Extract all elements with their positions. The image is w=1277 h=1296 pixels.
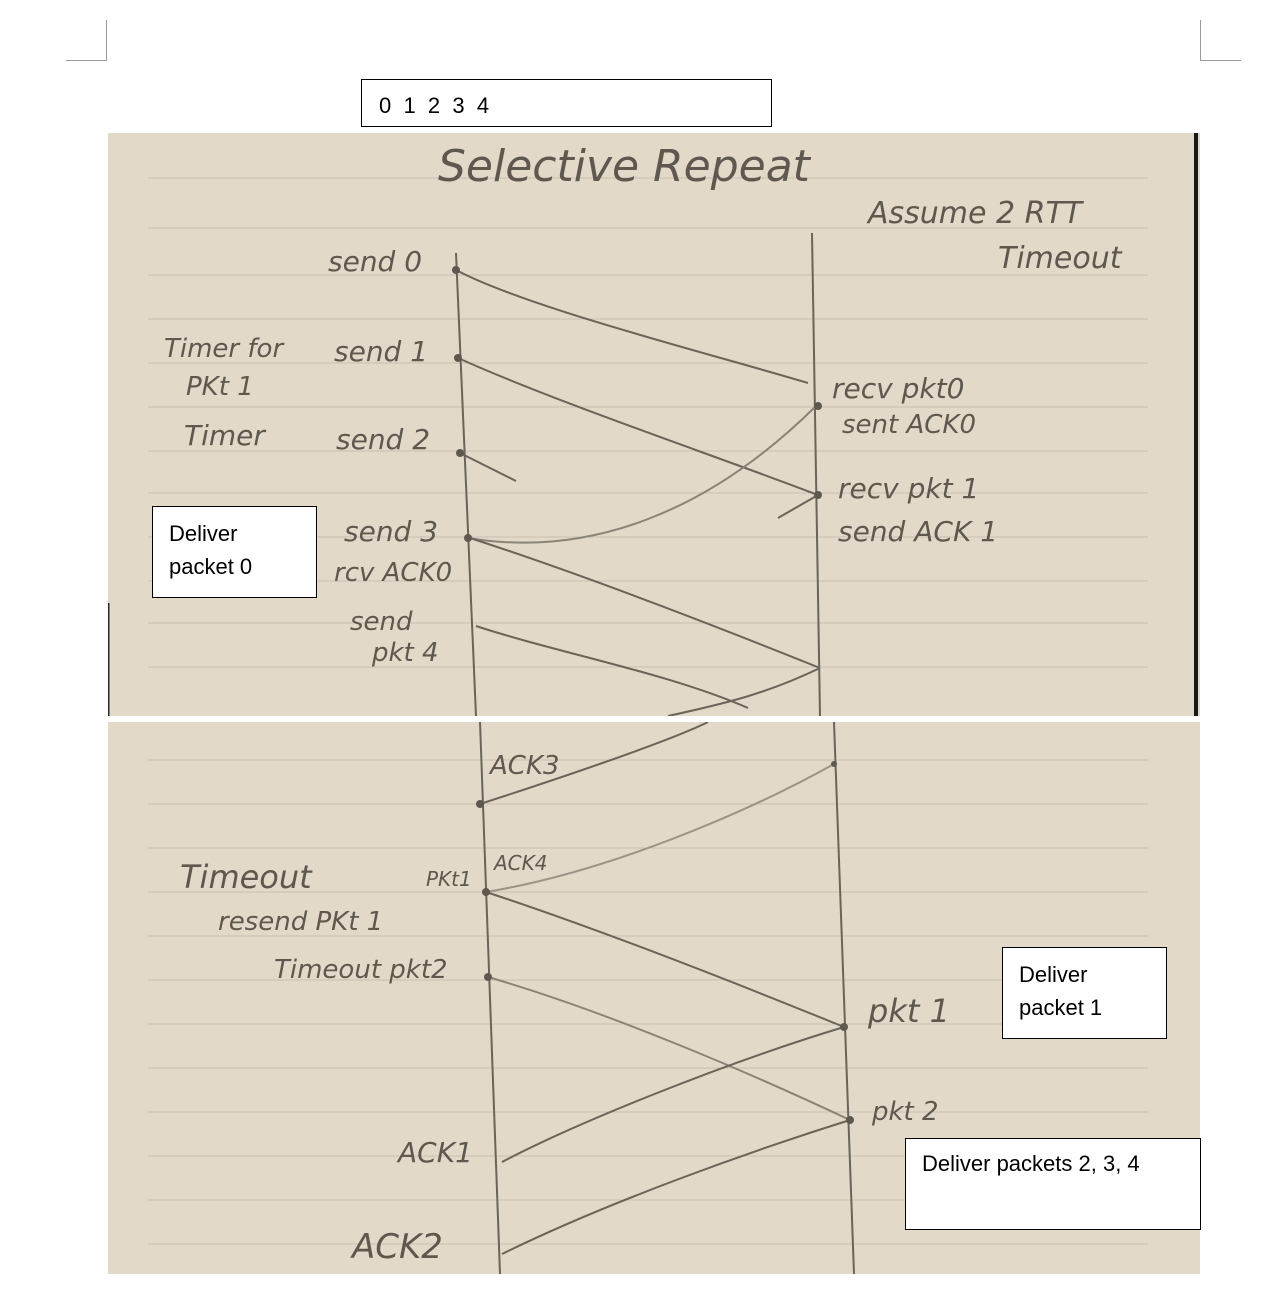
crop-mark-top-left xyxy=(66,20,107,61)
label-timeout-pkt2: Timeout pkt2 xyxy=(274,955,448,985)
callout-deliver-packets-234: Deliver packets 2, 3, 4 xyxy=(905,1138,1201,1230)
callout-deliver-packet-1: Deliver packet 1 xyxy=(1002,947,1167,1039)
sequence-number-text: 0 1 2 3 4 xyxy=(379,93,490,118)
label-recv-pkt0: recv pkt0 xyxy=(832,372,964,405)
label-send1: send 1 xyxy=(334,335,428,368)
label-ack4: ACK4 xyxy=(492,851,548,875)
label-send0: send 0 xyxy=(328,245,422,278)
callout-deliver-packet-0-text: Deliver packet 0 xyxy=(169,521,253,579)
label-recv-pkt1: recv pkt 1 xyxy=(838,472,979,505)
sequence-number-box: 0 1 2 3 4 xyxy=(361,79,772,127)
label-send2: send 2 xyxy=(336,423,430,456)
label-timer: Timer xyxy=(184,419,266,452)
label-ack1: ACK1 xyxy=(396,1136,473,1169)
assumption-line-1: Assume 2 RTT xyxy=(866,196,1085,231)
label-pkt1: PKt 1 xyxy=(186,372,254,402)
timing-diagram-top: Selective Repeat Assume 2 RTT Timeout se… xyxy=(108,133,1198,716)
label-pkt2: pkt 2 xyxy=(871,1097,939,1127)
label-resend-pkt1: resend PKt 1 xyxy=(218,907,383,937)
label-timeout: Timeout xyxy=(180,858,313,896)
assumption-line-2: Timeout xyxy=(998,241,1123,276)
crop-mark-top-right xyxy=(1200,20,1241,61)
label-sent-ack0: sent ACK0 xyxy=(842,410,976,440)
callout-deliver-packet-0: Deliver packet 0 xyxy=(152,506,317,598)
diagram-title: Selective Repeat xyxy=(438,141,812,192)
label-pkt1-short: PKt1 xyxy=(426,867,472,891)
label-send-ack1: send ACK 1 xyxy=(838,515,998,548)
label-recv-ack0: rcv ACK0 xyxy=(334,558,452,588)
timing-diagram-bottom: ACK3 Timeout resend PKt 1 PKt1 ACK4 Time… xyxy=(148,722,1148,1274)
callout-deliver-packet-1-text: Deliver packet 1 xyxy=(1019,962,1103,1020)
label-timer-for: Timer for xyxy=(164,334,285,364)
label-send3: send 3 xyxy=(344,515,438,548)
label-ack2: ACK2 xyxy=(350,1227,443,1267)
label-send-pkt4-line1: send xyxy=(350,607,413,637)
label-send-pkt4-line2: pkt 4 xyxy=(371,638,439,668)
notebook-photo-top: Selective Repeat Assume 2 RTT Timeout se… xyxy=(108,133,1200,716)
callout-deliver-packets-234-text: Deliver packets 2, 3, 4 xyxy=(922,1151,1140,1176)
label-pkt1-again: pkt 1 xyxy=(867,992,950,1030)
label-ack3: ACK3 xyxy=(488,751,560,781)
